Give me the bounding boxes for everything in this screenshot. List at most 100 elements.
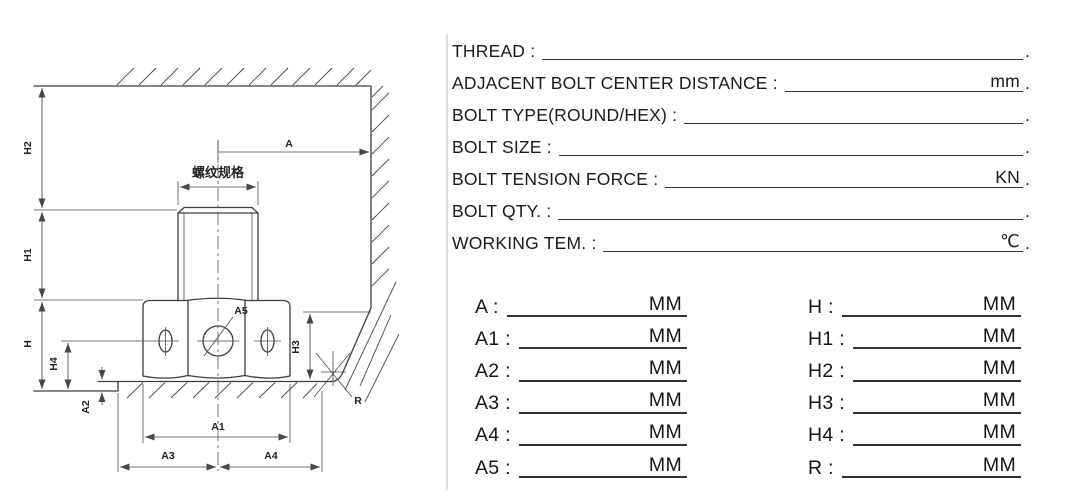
fill-in-line: MM xyxy=(841,292,1021,318)
fill-in-line xyxy=(684,122,1023,124)
form-row-bolt-type: BOLT TYPE(ROUND/HEX) : . xyxy=(452,97,1030,129)
form-row-tension-force: BOLT TENSION FORCE : KN . xyxy=(452,161,1030,193)
dim-label-a2: A2 xyxy=(80,400,92,414)
line-period: . xyxy=(1024,168,1030,189)
wall-outline xyxy=(33,85,372,392)
form-row-thread: THREAD : . xyxy=(452,33,1030,65)
spec-form: THREAD : . ADJACENT BOLT CENTER DISTANCE… xyxy=(452,33,1030,257)
fill-in-line xyxy=(558,154,1023,156)
fill-in-line: MM xyxy=(852,389,1021,414)
line-period: . xyxy=(1024,136,1030,157)
dim-unit: MM xyxy=(648,292,682,315)
field-unit: mm xyxy=(990,70,1020,91)
dim-unit: MM xyxy=(982,389,1016,412)
fill-in-line: KN xyxy=(665,166,1023,188)
dim-unit: MM xyxy=(648,453,682,476)
dim-label-a1: A1 xyxy=(211,421,225,433)
field-label: BOLT TENSION FORCE : xyxy=(452,168,659,189)
dim-row-r: R : MM xyxy=(808,450,1021,482)
fill-in-line xyxy=(542,58,1023,60)
dim-unit: MM xyxy=(982,292,1016,315)
dim-label: H : xyxy=(808,295,834,318)
dim-label-h3: H3 xyxy=(290,340,302,354)
dim-row-h3: H3 : MM xyxy=(808,386,1021,418)
line-period: . xyxy=(1024,200,1030,221)
dim-label: A1 : xyxy=(475,327,511,350)
dim-label: H1 : xyxy=(808,327,845,350)
dim-label-h1: H1 xyxy=(22,248,34,262)
fill-in-line: MM xyxy=(518,357,687,382)
line-period: . xyxy=(1024,104,1030,125)
a5-leader-line xyxy=(203,316,234,357)
extension-lines xyxy=(34,141,371,472)
dim-label-r: R xyxy=(354,395,362,407)
field-label: BOLT SIZE : xyxy=(452,136,552,157)
dim-unit: MM xyxy=(648,421,682,444)
dim-row-a1: A1 : MM xyxy=(475,321,687,353)
fill-in-line: MM xyxy=(852,358,1021,382)
dim-label: R : xyxy=(808,456,834,479)
dim-row-h: H : MM xyxy=(808,289,1021,321)
dim-label: A : xyxy=(475,295,499,318)
dim-label-a4: A4 xyxy=(264,450,278,462)
fill-in-line: MM xyxy=(518,453,687,479)
dimension-lines xyxy=(38,88,369,471)
dim-label-h: H xyxy=(22,340,34,348)
dim-label-h4: H4 xyxy=(48,357,60,371)
dim-unit: MM xyxy=(648,324,682,347)
dimension-table: A : MM A1 : MM A2 : MM A3 : MM A4 : MM A… xyxy=(452,289,1030,489)
line-period: . xyxy=(1024,232,1030,253)
field-label: WORKING TEM. : xyxy=(452,232,597,253)
field-unit: ℃ xyxy=(1000,230,1020,251)
form-row-bolt-center-distance: ADJACENT BOLT CENTER DISTANCE : mm . xyxy=(452,65,1030,97)
fill-in-line: MM xyxy=(852,324,1021,350)
field-label: BOLT QTY. : xyxy=(452,200,552,221)
fill-in-line: ℃ xyxy=(603,230,1023,252)
field-unit: KN xyxy=(995,166,1020,187)
dim-label: A3 : xyxy=(475,392,511,415)
dim-row-h2: H2 : MM xyxy=(808,353,1021,385)
dim-row-a4: A4 : MM xyxy=(475,418,687,450)
dim-row-a3: A3 : MM xyxy=(475,386,687,418)
dim-row-h4: H4 : MM xyxy=(808,418,1021,450)
fill-in-line: MM xyxy=(852,421,1021,446)
fill-in-line: mm xyxy=(784,70,1023,92)
dim-row-a5: A5 : MM xyxy=(475,450,687,482)
dim-label: H3 : xyxy=(808,392,845,415)
dim-row-h1: H1 : MM xyxy=(808,321,1021,353)
dim-label-h2: H2 xyxy=(22,141,34,155)
fill-in-line: MM xyxy=(518,421,687,446)
dim-label-a: A xyxy=(285,138,293,150)
radius-mark xyxy=(313,351,353,398)
dimension-column-h: H : MM H1 : MM H2 : MM H3 : MM H4 : MM R… xyxy=(808,289,1021,482)
dim-label-a5: A5 xyxy=(234,305,248,317)
fill-in-line: MM xyxy=(506,292,687,318)
form-row-bolt-qty: BOLT QTY. : . xyxy=(452,193,1030,225)
dim-row-a: A : MM xyxy=(475,289,687,321)
dim-unit: MM xyxy=(982,421,1016,444)
dim-label: A2 : xyxy=(475,360,511,383)
dim-unit: MM xyxy=(982,453,1016,476)
dim-label-a3: A3 xyxy=(161,450,175,462)
fill-in-line xyxy=(558,218,1023,220)
fill-in-line: MM xyxy=(841,453,1021,479)
dimension-column-a: A : MM A1 : MM A2 : MM A3 : MM A4 : MM A… xyxy=(475,289,687,482)
form-row-bolt-size: BOLT SIZE : . xyxy=(452,129,1030,161)
line-period: . xyxy=(1024,40,1030,61)
fill-in-line: MM xyxy=(518,324,687,350)
dim-unit: MM xyxy=(648,357,682,380)
dim-label: A4 : xyxy=(475,424,511,447)
field-label: BOLT TYPE(ROUND/HEX) : xyxy=(452,104,678,125)
dim-label: H2 : xyxy=(808,360,845,383)
line-period: . xyxy=(1024,72,1030,93)
dim-unit: MM xyxy=(982,324,1016,347)
dim-label: H4 : xyxy=(808,424,845,447)
technical-drawing: H2 H1 H H4 A2 H3 A 螺纹规格 A5 R A1 A3 A4 xyxy=(22,67,400,472)
hatch-pattern xyxy=(116,67,400,403)
field-label: ADJACENT BOLT CENTER DISTANCE : xyxy=(452,72,778,93)
dim-label: A5 : xyxy=(475,456,511,479)
thread-spec-label: 螺纹规格 xyxy=(192,165,245,180)
fill-in-line: MM xyxy=(518,391,687,414)
dim-row-a2: A2 : MM xyxy=(475,353,687,385)
